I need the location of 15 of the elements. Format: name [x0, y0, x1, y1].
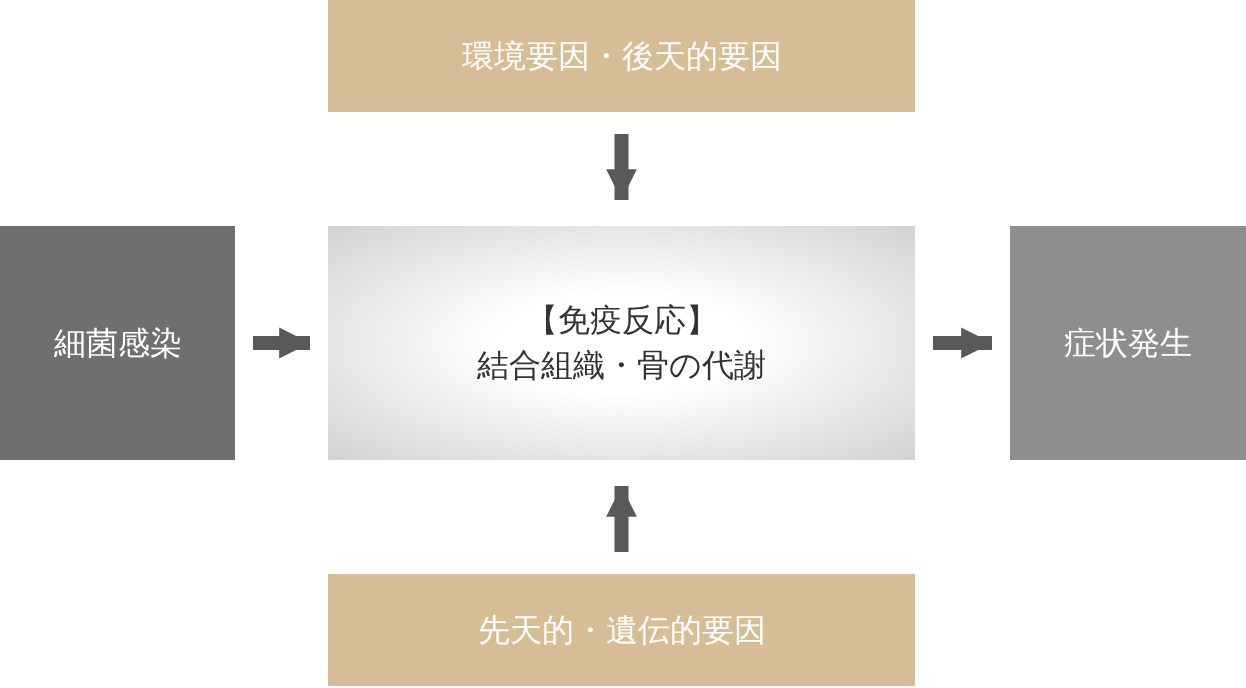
arrow	[606, 486, 637, 552]
process-box	[328, 226, 915, 460]
box-label: 先天的・遺伝的要因	[477, 609, 766, 651]
box-label: 結合組織・骨の代謝	[477, 345, 766, 386]
arrow	[933, 327, 992, 359]
box-label: 症状発生	[1064, 322, 1192, 364]
box-label: 環境要因・後天的要因	[461, 35, 782, 77]
process-box	[328, 0, 915, 112]
process-box	[328, 574, 915, 686]
process-box	[1010, 226, 1246, 460]
box-label: 【免疫反応】	[525, 300, 718, 342]
box-label: 細菌感染	[53, 322, 182, 364]
process-box	[0, 226, 235, 460]
arrow	[606, 134, 637, 200]
arrow	[253, 327, 310, 359]
